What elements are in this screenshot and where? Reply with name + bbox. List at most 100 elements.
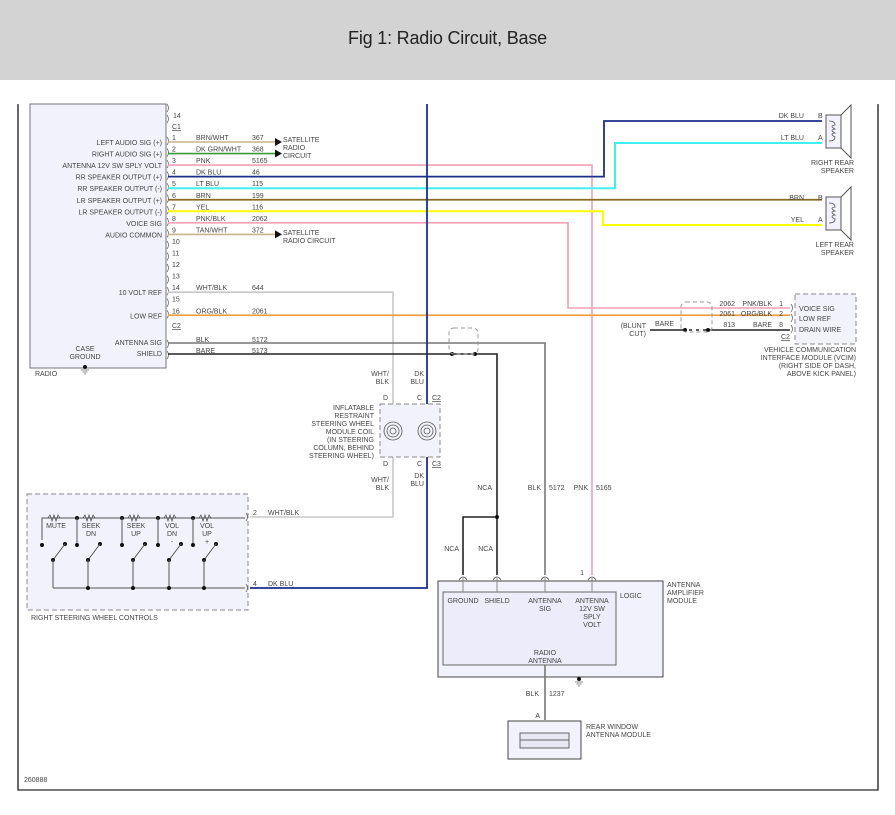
connector-c2: C2 xyxy=(172,323,181,330)
wire-color-label: LT BLU xyxy=(196,181,219,188)
switch-arm-icon xyxy=(203,543,217,561)
figure-title: Fig 1: Radio Circuit, Base xyxy=(348,28,547,48)
pin-label: SHIELD xyxy=(137,351,162,358)
connector-c2: C2 xyxy=(432,395,441,402)
switch-label: SEEK xyxy=(82,523,101,530)
resistor-ladder xyxy=(41,517,245,540)
ground-icon xyxy=(83,365,87,369)
terminal-label: 12V SW xyxy=(579,606,605,613)
switch-contact xyxy=(156,543,160,547)
wire-color-label: BRN xyxy=(196,193,211,200)
shield-sleeve xyxy=(448,327,479,355)
connector-icon xyxy=(790,313,793,323)
pin-number: 2 xyxy=(779,311,783,318)
pin-label: ANTENNA 12V SW SPLY VOLT xyxy=(62,163,162,170)
wire-color-label: DK BLU xyxy=(779,113,804,120)
wire-color-label: BLK xyxy=(376,379,390,386)
switch-seekdn xyxy=(82,513,96,523)
pin-number: 16 xyxy=(172,308,180,315)
circuit-number: 5173 xyxy=(252,348,268,355)
rear-window-antenna-name: REAR WINDOW xyxy=(586,724,639,731)
resistor-icon xyxy=(127,513,141,523)
wire-color-label: PNK xyxy=(574,485,589,492)
pin-connector-icon xyxy=(166,298,169,307)
wire-46 xyxy=(168,120,822,178)
wire-color-label: DK BLU xyxy=(196,170,221,177)
pin-number: 5 xyxy=(172,181,176,188)
pin-number: 6 xyxy=(172,193,176,200)
wire-color-label: PNK/BLK xyxy=(742,301,772,308)
terminal-label: GROUND xyxy=(447,598,478,605)
terminal-label: VOLT xyxy=(583,622,601,629)
vcim-pin-label: VOICE SIG xyxy=(799,306,835,313)
speaker-name: SPEAKER xyxy=(821,250,854,257)
coil-name: RESTRAINT xyxy=(334,413,374,420)
radio-box xyxy=(29,103,167,369)
pin-number: 1 xyxy=(172,135,176,142)
pin-connector-icon xyxy=(166,275,169,284)
case-ground-label: GROUND xyxy=(69,354,100,361)
switch-seekup xyxy=(127,513,141,523)
coil-name: STEERING WHEEL) xyxy=(309,453,374,460)
wire-color-label: BLK xyxy=(196,337,210,344)
wire-color-label: BLK xyxy=(526,691,540,698)
pin-label: RR SPEAKER OUTPUT (+) xyxy=(76,175,162,182)
switch-arm-icon xyxy=(87,543,101,561)
pin-number: 10 xyxy=(172,239,180,246)
arrow-icon xyxy=(275,230,282,239)
speaker-body xyxy=(825,196,842,231)
blunt-cut-label: CUT) xyxy=(629,331,646,338)
wire-color-label: DK GRN/WHT xyxy=(196,147,242,154)
coil-name: INFLATABLE xyxy=(333,405,374,412)
splice-dot xyxy=(495,515,499,519)
pin-number: 7 xyxy=(172,204,176,211)
clockspring-icon xyxy=(423,427,431,435)
pin-connector-icon xyxy=(166,263,169,273)
wire-color-label: YEL xyxy=(196,204,209,211)
junction-dot xyxy=(167,586,171,590)
satellite-radio-label: SATELLITE xyxy=(283,230,320,237)
vcim-pin-label: DRAIN WIRE xyxy=(799,327,841,334)
pin-label: VOICE SIG xyxy=(126,221,162,228)
wire-color-label: BRN/WHT xyxy=(196,135,229,142)
satellite-radio-label: RADIO CIRCUIT xyxy=(283,238,336,245)
pin-number: 2 xyxy=(172,147,176,154)
pin-number: 1 xyxy=(779,301,783,308)
wire-5173 xyxy=(168,353,498,575)
steering-controls-name: RIGHT STEERING WHEEL CONTROLS xyxy=(31,615,158,622)
wire-color-label: WHT/ xyxy=(371,371,389,378)
wire-color-label: BARE xyxy=(196,348,215,355)
switch-arm-icon xyxy=(168,543,182,561)
connector-icon xyxy=(166,339,169,349)
antenna-amplifier-name: ANTENNA xyxy=(667,582,701,589)
circuit-number: 2061 xyxy=(719,311,735,318)
wire-color-label: BLK xyxy=(376,485,390,492)
wire-color-label: PNK xyxy=(196,158,211,165)
wire-color-label: BARE xyxy=(753,322,772,329)
case-ground-label: CASE xyxy=(75,346,94,353)
pin-number: 9 xyxy=(172,227,176,234)
pin-d: D xyxy=(383,395,388,402)
pin-connector-icon xyxy=(166,171,169,180)
terminal-label: SPLY xyxy=(583,614,601,621)
wire-color-label: YEL xyxy=(791,217,804,224)
radio-antenna-label: RADIO xyxy=(534,650,557,657)
circuit-number: 5165 xyxy=(596,485,612,492)
switch-label: UP xyxy=(202,531,212,538)
wire-color-label: WHT/BLK xyxy=(268,510,299,517)
switch-label: DN xyxy=(86,531,96,538)
wire-color-label: BLK xyxy=(528,485,542,492)
terminal-label: ANTENNA xyxy=(528,598,562,605)
switch-contact xyxy=(191,543,195,547)
steering-controls-box xyxy=(26,493,249,611)
connector-icon xyxy=(166,103,169,113)
shield-sleeve xyxy=(680,301,713,333)
switch-mute xyxy=(47,513,61,523)
radio-label: RADIO xyxy=(35,371,58,378)
pin-number: 14 xyxy=(173,113,181,120)
pin-number: 13 xyxy=(172,274,180,281)
pin-label: RIGHT AUDIO SIG (+) xyxy=(92,152,162,159)
vcim-pin-label: LOW REF xyxy=(799,316,831,323)
pin-c: C xyxy=(417,395,422,402)
circuit-number: 116 xyxy=(252,204,263,211)
